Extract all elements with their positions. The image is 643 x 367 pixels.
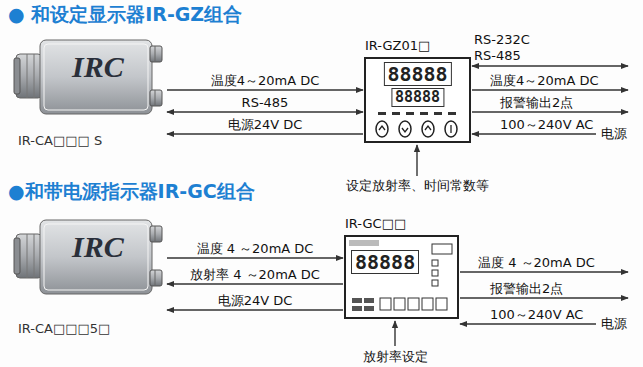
connector-label: 电源24V DC bbox=[218, 293, 293, 308]
signal-label: 报警输出2点 bbox=[500, 95, 573, 110]
sensor-illustration bbox=[14, 40, 162, 114]
signal-label: 报警输出2点 bbox=[490, 281, 563, 296]
digit-display: 88888 bbox=[383, 62, 451, 86]
digit-display: 88888 bbox=[391, 88, 444, 107]
digit-display: 88888 bbox=[351, 250, 419, 274]
display-panel bbox=[365, 58, 470, 142]
model-name: IR-GC□□ bbox=[345, 216, 406, 231]
model-name: IR-CA□□□ S bbox=[18, 133, 102, 148]
signal-connector bbox=[167, 257, 343, 258]
section-heading: ●和带电源指示器IR-GC组合 bbox=[8, 180, 255, 202]
signal-connector bbox=[167, 89, 363, 90]
indicator-panel bbox=[345, 236, 458, 318]
signal-connector bbox=[167, 283, 343, 284]
signal-label: 100～240V AC bbox=[500, 117, 593, 132]
signal-label: 设定放射率、时间常数等 bbox=[346, 178, 489, 193]
signal-connector bbox=[167, 309, 343, 310]
sensor-node: IRC IR-CA□□□5□ bbox=[12, 218, 165, 336]
sensor-illustration bbox=[14, 220, 162, 294]
connector-label: RS-485 bbox=[242, 95, 289, 110]
signal-label: 温度4～20mA DC bbox=[490, 73, 599, 88]
signal-connector bbox=[167, 133, 363, 134]
brand-logo: IRC bbox=[72, 230, 124, 264]
display-node: IR-GZ01□8888888888 bbox=[365, 58, 470, 142]
signal-label: 放射率设定 bbox=[363, 349, 428, 364]
section-heading: ● 和设定显示器IR-GZ组合 bbox=[8, 3, 242, 25]
signal-label: 温度 4 ～20mA DC bbox=[478, 255, 595, 270]
sensor-node: IRC IR-CA□□□ S bbox=[12, 38, 165, 148]
model-name: IR-CA□□□5□ bbox=[18, 321, 110, 336]
display-node: IR-GC□□88888 bbox=[345, 236, 458, 318]
connector-label: 温度4～20mA DC bbox=[211, 73, 320, 88]
brand-logo: IRC bbox=[72, 50, 124, 84]
signal-label: RS-232C bbox=[474, 32, 530, 47]
signal-connector bbox=[167, 111, 363, 112]
model-name: IR-GZ01□ bbox=[365, 38, 430, 53]
signal-label: 电源 bbox=[601, 126, 627, 141]
signal-label: RS-485 bbox=[474, 48, 521, 63]
connector-label: 放射率 4 ～20mA DC bbox=[190, 267, 320, 282]
signal-wires bbox=[395, 66, 628, 346]
connector-label: 电源24V DC bbox=[228, 117, 303, 132]
connector-label: 温度 4 ～20mA DC bbox=[197, 241, 314, 256]
signal-label: 100～240V AC bbox=[490, 307, 583, 322]
signal-label: 电源 bbox=[601, 316, 627, 331]
